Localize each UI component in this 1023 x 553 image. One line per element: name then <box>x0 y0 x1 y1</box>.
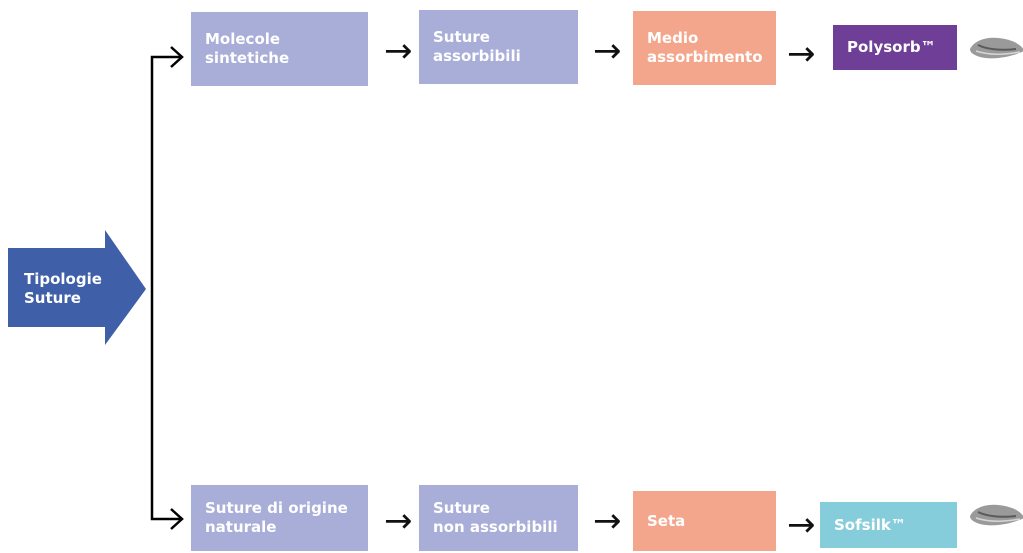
flow-arrow: → <box>787 505 816 545</box>
node-suture-origine-naturale: Suture di origine naturale <box>191 485 368 551</box>
node-polysorb: Polysorb™ <box>833 25 957 70</box>
suture-needle-icon <box>970 504 1023 526</box>
suture-needle-icon <box>970 37 1023 59</box>
branch-arrowhead-top <box>170 46 184 68</box>
flow-arrow: → <box>787 34 816 74</box>
node-medio-assorbimento: Medio assorbimento <box>633 11 776 85</box>
flow-arrow: → <box>384 31 413 71</box>
node-sofsilk: Sofsilk™ <box>820 502 957 548</box>
node-suture-assorbibili: Suture assorbibili <box>419 10 578 84</box>
node-label: Molecole sintetiche <box>205 30 290 67</box>
node-suture-non-assorbibili: Suture non assorbibili <box>419 485 578 551</box>
branch-arrowhead-bottom <box>170 508 184 530</box>
node-label: Seta <box>647 511 686 530</box>
node-label: Suture assorbibili <box>433 28 521 65</box>
node-molecole-sintetiche: Molecole sintetiche <box>191 12 368 86</box>
node-label: Polysorb™ <box>847 38 936 56</box>
flow-arrow: → <box>593 31 622 71</box>
node-label: Medio assorbimento <box>647 29 763 66</box>
node-label: Suture non assorbibili <box>433 499 558 536</box>
root-label: Tipologie Suture <box>24 270 102 307</box>
flow-arrow: → <box>384 501 413 541</box>
root-arrow-shape <box>8 230 146 345</box>
branch-connector <box>150 55 180 521</box>
flow-arrow: → <box>593 501 622 541</box>
node-label: Sofsilk™ <box>834 515 906 534</box>
node-seta: Seta <box>633 491 776 551</box>
node-label: Suture di origine naturale <box>205 499 348 536</box>
